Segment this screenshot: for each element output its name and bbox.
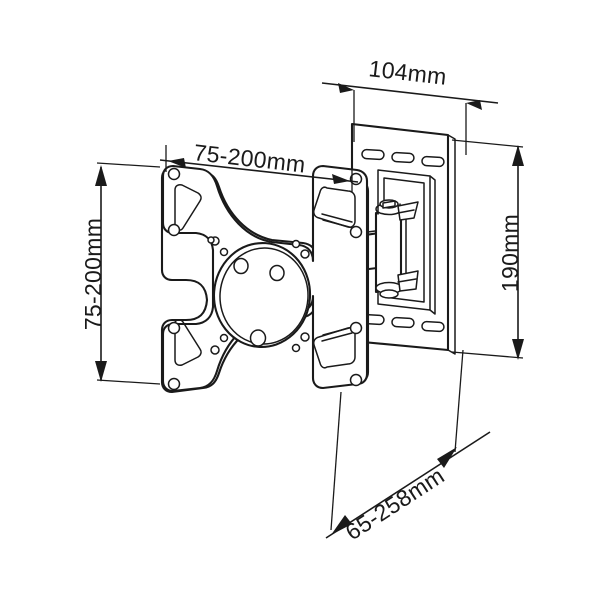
vesa-corner-holes bbox=[167, 167, 363, 391]
lower-pivot-joint bbox=[375, 270, 419, 299]
vesa-mounting-plate bbox=[160, 164, 370, 394]
dimension-label-190mm: 190mm bbox=[497, 214, 523, 292]
upper-pivot-joint bbox=[375, 199, 419, 221]
dimension-vesa-height: 75-200mm bbox=[80, 162, 161, 385]
vesa-screw-holes bbox=[233, 257, 285, 347]
wall-plate-top-slots bbox=[361, 148, 445, 168]
vesa-arm-cutouts bbox=[174, 184, 356, 369]
dimension-label-vesa-height: 75-200mm bbox=[80, 218, 106, 330]
dimension-plate-height: 190mm bbox=[451, 139, 524, 360]
vesa-small-holes bbox=[207, 236, 310, 355]
